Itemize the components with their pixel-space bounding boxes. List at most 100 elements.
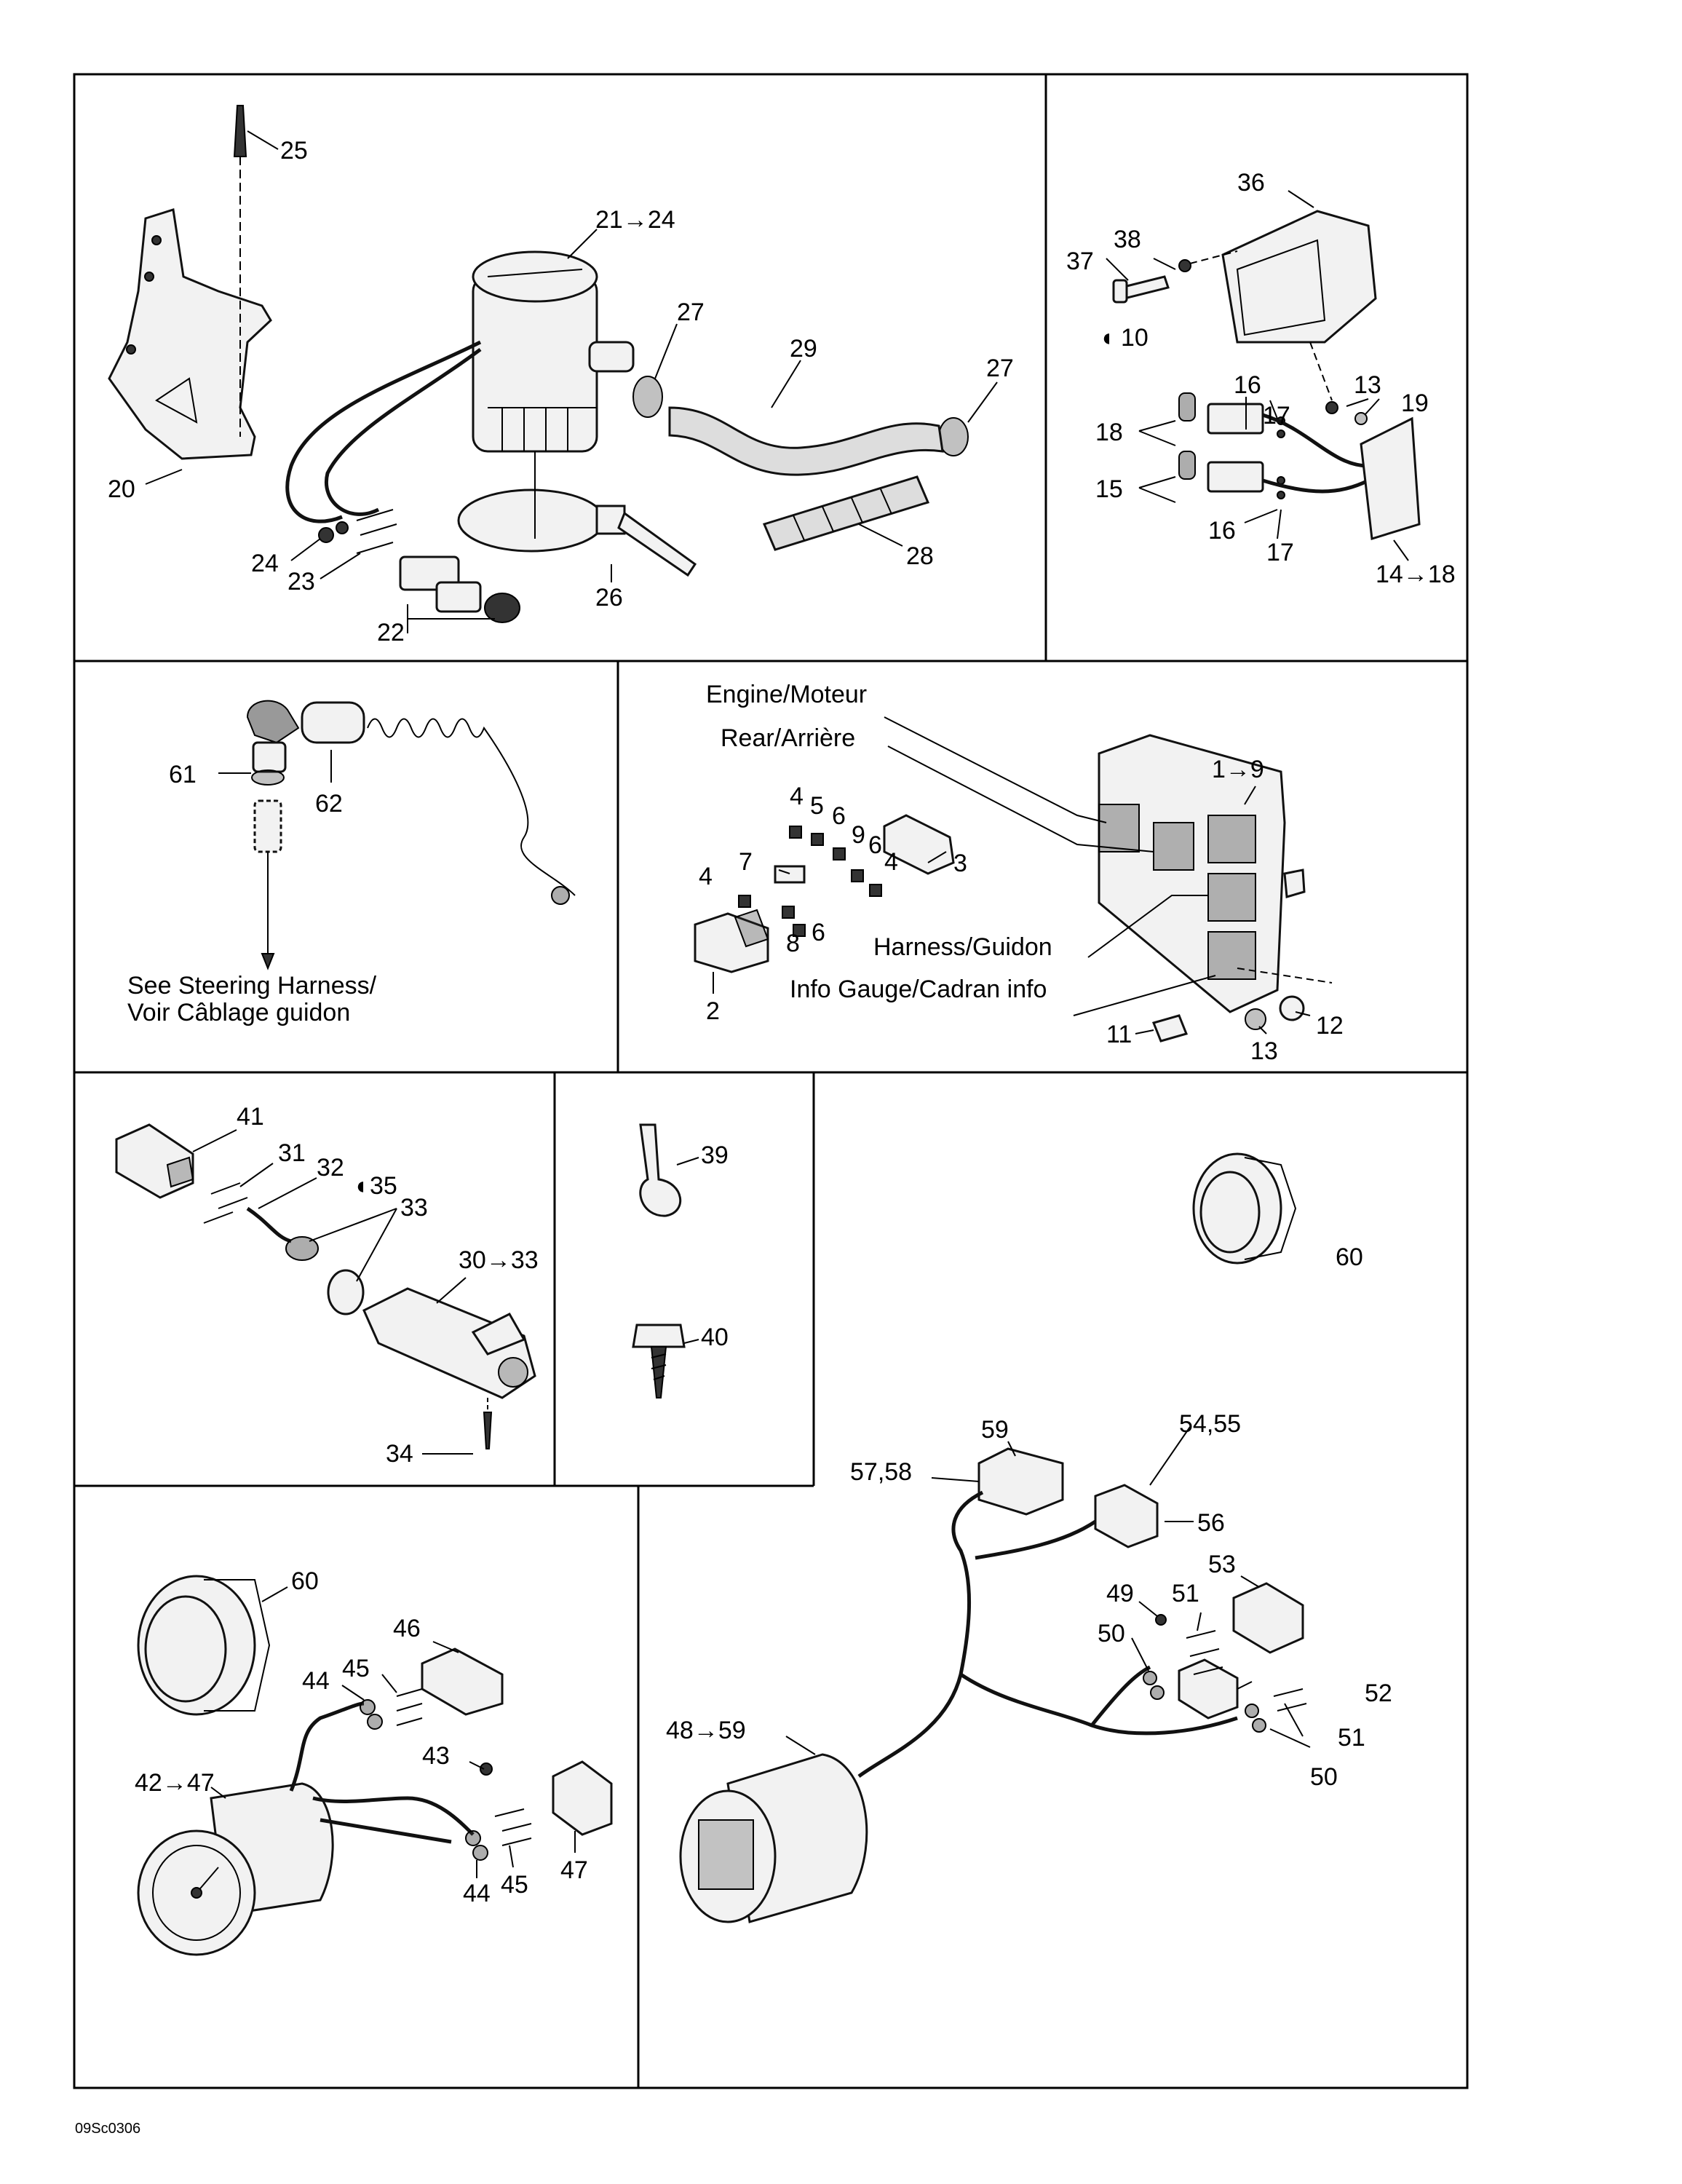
bracket-part-20 bbox=[108, 208, 272, 460]
analog-label-8: 45 bbox=[501, 1871, 528, 1899]
mpem-label-9: 4 bbox=[699, 863, 713, 890]
analog-label-6: 42→47 bbox=[135, 1769, 215, 1797]
fastener-label-1: 39 bbox=[701, 1142, 729, 1169]
relay-label-9: 18 bbox=[1095, 419, 1123, 446]
sleeve-part-28 bbox=[762, 475, 930, 551]
screw-part-34 bbox=[483, 1412, 493, 1449]
connector-part-46 bbox=[421, 1647, 504, 1716]
dipstick-part-25 bbox=[233, 105, 247, 157]
mpem-connector-engine: Engine/Moteur bbox=[706, 681, 867, 708]
bilge-label-2: 21→24 bbox=[595, 206, 675, 234]
info-label-13: 50 bbox=[1310, 1763, 1338, 1791]
info-label-9: 50 bbox=[1098, 1620, 1125, 1647]
analog-label-9: 44 bbox=[463, 1880, 491, 1907]
analog-label-7: 47 bbox=[560, 1856, 588, 1884]
relay-label-10: 15 bbox=[1095, 475, 1123, 503]
grommet-part-32 bbox=[285, 1236, 319, 1261]
switch-note-line2: Voir Câblage guidon bbox=[127, 999, 350, 1026]
lanyard-coil bbox=[367, 718, 576, 896]
relay-label-8: 17 bbox=[1263, 402, 1290, 430]
mpem-label-8: 7 bbox=[739, 848, 753, 876]
relay-drop-icon: ◖ bbox=[1099, 324, 1114, 352]
analog-label-1: 60 bbox=[291, 1567, 319, 1595]
relay-label-11: 16 bbox=[1208, 517, 1236, 545]
clip-part-11 bbox=[1151, 1014, 1189, 1042]
relay-label-4: 10 bbox=[1121, 324, 1149, 352]
gauge-ring-part-60 bbox=[137, 1575, 271, 1716]
info-label-2: 59 bbox=[981, 1416, 1009, 1444]
trim-label-3: 32 bbox=[317, 1154, 344, 1182]
connector-part-52 bbox=[1178, 1658, 1239, 1720]
bilge-label-8: 23 bbox=[287, 568, 315, 596]
trim-label-6: 30→33 bbox=[459, 1246, 539, 1274]
connector-part-59 bbox=[977, 1447, 1064, 1516]
trim-label-4: 35 bbox=[370, 1172, 397, 1200]
mpem-label-4: 6 bbox=[832, 802, 846, 830]
mpem-label-13: 2 bbox=[706, 997, 720, 1025]
panel-info-gauge: 60 59 57,58 54,55 56 53 49 51 50 52 48→5… bbox=[666, 1152, 1392, 1923]
relay-module-part-14 bbox=[1360, 416, 1421, 540]
panel-start-stop-switch: 61 62 See Steering Harness/ Voir Câblage… bbox=[127, 700, 576, 1026]
seal-part-3 bbox=[883, 814, 955, 875]
relay-label-3: 37 bbox=[1066, 248, 1094, 275]
cable-tie-part-26 bbox=[457, 451, 697, 577]
info-label-7: 49 bbox=[1106, 1580, 1134, 1607]
info-label-11: 48→59 bbox=[666, 1717, 746, 1744]
mpem-label-6: 6 bbox=[868, 831, 882, 859]
info-label-5: 56 bbox=[1197, 1509, 1225, 1537]
bilge-label-10: 26 bbox=[595, 584, 623, 612]
mpem-label-12: 6 bbox=[812, 919, 825, 946]
analog-gauge-body bbox=[137, 1782, 334, 1956]
mpem-label-2: 4 bbox=[790, 783, 804, 810]
connector-parts-22-24 bbox=[318, 509, 520, 623]
mpem-label-10: 4 bbox=[884, 848, 898, 876]
mpem-label-14: 11 bbox=[1106, 1021, 1132, 1048]
info-label-4: 54,55 bbox=[1179, 1410, 1241, 1438]
analog-label-4: 45 bbox=[342, 1655, 370, 1682]
switch-cap-part bbox=[246, 700, 300, 744]
nut-part-13 bbox=[1245, 1008, 1266, 1030]
relay-label-1: 36 bbox=[1237, 169, 1265, 197]
self-tapping-screw-part-40 bbox=[632, 1324, 686, 1348]
trim-label-1: 41 bbox=[237, 1103, 264, 1131]
bilge-label-4: 29 bbox=[790, 335, 817, 363]
info-gauge-body bbox=[679, 1753, 868, 1923]
relay-label-5: 16 bbox=[1234, 371, 1261, 399]
fastener-label-2: 40 bbox=[701, 1324, 729, 1351]
info-label-3: 57,58 bbox=[850, 1458, 912, 1486]
mpem-label-1: 1→9 bbox=[1212, 756, 1264, 783]
connector-part-2 bbox=[694, 912, 769, 973]
mpem-label-5: 9 bbox=[852, 821, 865, 849]
cable-tie-part-39 bbox=[639, 1123, 682, 1217]
info-label-6: 53 bbox=[1208, 1551, 1236, 1578]
info-label-10: 52 bbox=[1365, 1679, 1392, 1707]
relay-label-13: 14→18 bbox=[1376, 561, 1456, 588]
lanyard-plug-part-62 bbox=[301, 701, 365, 744]
trim-label-5: 33 bbox=[400, 1194, 428, 1222]
connector-part-47 bbox=[552, 1760, 613, 1836]
trim-label-7: 34 bbox=[386, 1440, 413, 1468]
connector-part-56 bbox=[1094, 1484, 1159, 1548]
analog-label-5: 43 bbox=[422, 1742, 450, 1770]
mpem-label-3: 5 bbox=[810, 792, 824, 820]
mpem-connector-harness: Harness/Guidon bbox=[873, 933, 1052, 961]
mpem-label-16: 12 bbox=[1316, 1012, 1344, 1040]
trim-label-2: 31 bbox=[278, 1139, 306, 1167]
relay-box-cover-part-36 bbox=[1221, 210, 1377, 344]
washer-part-12 bbox=[1279, 995, 1305, 1021]
panel-bilge-pump: 25 21→24 27 29 27 20 24 23 22 26 28 bbox=[108, 105, 1014, 646]
bilge-label-11: 28 bbox=[906, 542, 934, 570]
hose-clamp-27a bbox=[632, 376, 663, 418]
info-label-12: 51 bbox=[1338, 1724, 1365, 1752]
relay-label-12: 17 bbox=[1266, 539, 1294, 566]
relay-connectors bbox=[1178, 392, 1285, 499]
panel-mpem: Engine/Moteur Rear/Arrière Harness/Guido… bbox=[694, 681, 1344, 1065]
switch-label-1: 61 bbox=[169, 761, 197, 788]
connector-part-53 bbox=[1232, 1582, 1304, 1654]
bilge-label-9: 22 bbox=[377, 619, 405, 646]
relay-label-2: 38 bbox=[1114, 226, 1141, 253]
panel-relay-box: 36 38 37 ◖ 10 16 13 19 17 18 15 16 17 14… bbox=[1066, 169, 1456, 588]
relay-label-6: 13 bbox=[1354, 371, 1381, 399]
panel-fasteners: 39 40 bbox=[632, 1123, 729, 1398]
